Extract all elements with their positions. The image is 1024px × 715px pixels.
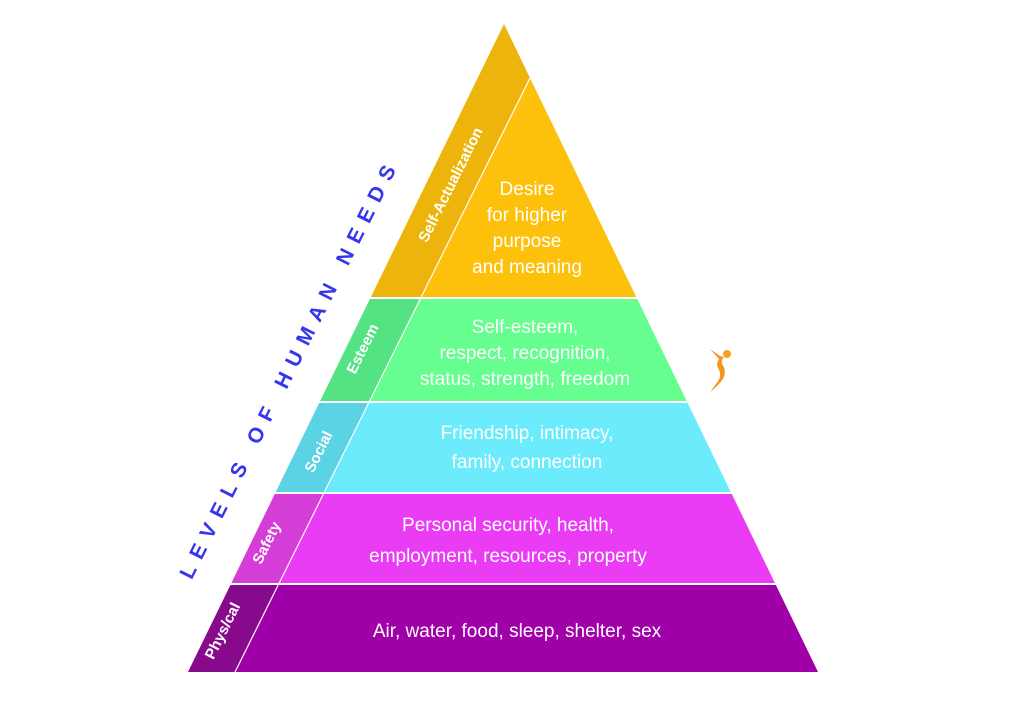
level-description-line: family, connection: [452, 452, 603, 473]
level-description-line: for higher: [487, 205, 568, 226]
level-safety-band: [279, 494, 775, 583]
level-description-line: Personal security, health,: [402, 515, 614, 536]
level-safety-label-strip: [231, 494, 324, 583]
level-description-line: Friendship, intimacy,: [441, 423, 614, 444]
level-description-line: Air, water, food, sleep, shelter, sex: [373, 621, 662, 642]
level-description-line: respect, recognition,: [439, 343, 610, 364]
level-phys-cal-band: [235, 585, 819, 672]
strip-divider: [369, 298, 421, 402]
level-self-actualization-band: [421, 78, 637, 297]
brand-logo-icon: [710, 349, 731, 392]
level-description-line: Self-esteem,: [472, 317, 579, 338]
level-social-label-strip: [275, 403, 369, 492]
strip-divider: [420, 77, 531, 298]
level-description-line: Desire: [500, 179, 555, 200]
level-description-line: status, strength, freedom: [420, 369, 630, 390]
level-phys-cal-label-strip: [187, 585, 279, 672]
level-description-line: and meaning: [472, 257, 582, 278]
level-description-line: employment, resources, property: [369, 546, 647, 567]
strip-divider: [278, 493, 324, 584]
level-social-band: [324, 403, 731, 492]
strip-divider: [234, 584, 279, 673]
level-description-line: purpose: [493, 231, 562, 252]
strip-divider: [323, 402, 370, 493]
level-self-actualization-label-strip: [370, 24, 530, 297]
level-esteem-band: [369, 299, 687, 401]
level-esteem-label-strip: [320, 299, 421, 401]
